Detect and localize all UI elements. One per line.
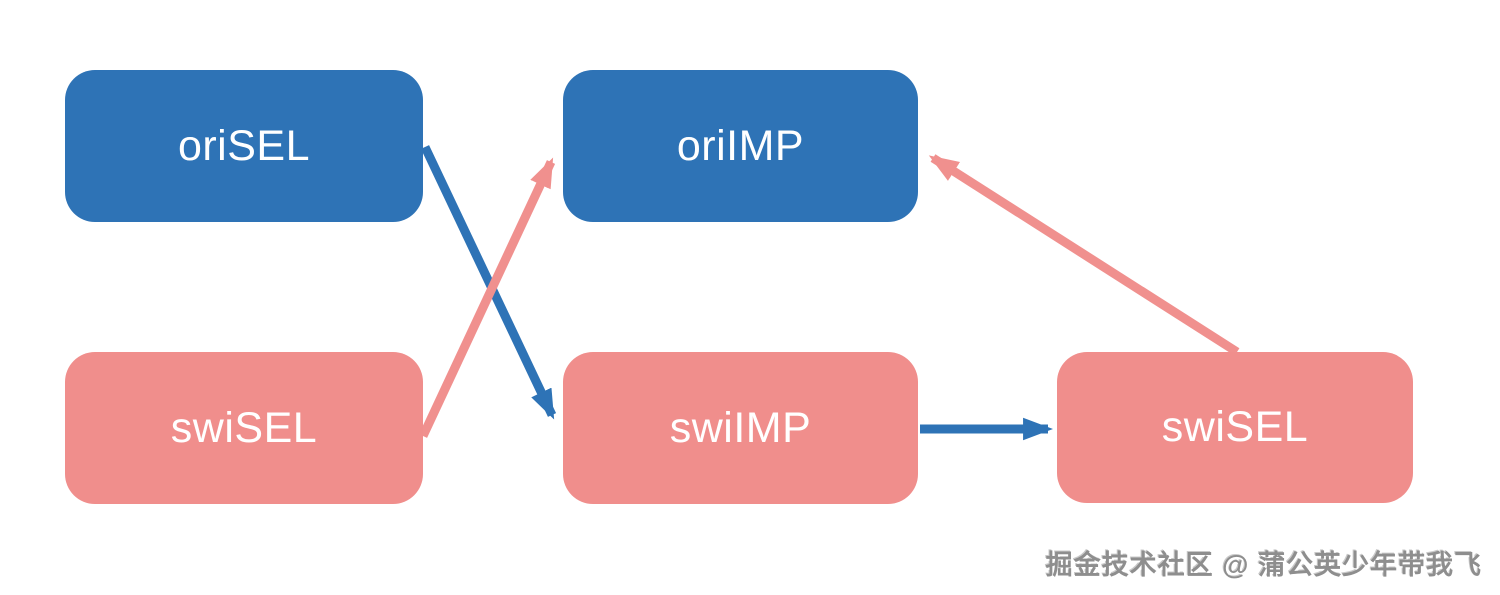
- node-ori-imp: oriIMP: [563, 70, 918, 222]
- node-ori-imp-label: oriIMP: [676, 121, 805, 170]
- node-swi-sel-right-label: swiSEL: [1161, 403, 1309, 451]
- arrow-orisel-to-swiimp: [420, 145, 557, 420]
- node-swi-imp: swiIMP: [563, 352, 918, 504]
- node-swi-sel-right: swiSEL: [1057, 352, 1413, 503]
- arrow-swisel-right-to-oriimp: [928, 154, 1240, 356]
- node-swi-sel-left-label: swiSEL: [170, 403, 318, 452]
- node-swi-imp-label: swiIMP: [669, 403, 812, 452]
- arrow-swisel-left-to-oriimp: [418, 157, 556, 438]
- node-swi-sel-left: swiSEL: [65, 352, 423, 504]
- node-ori-sel: oriSEL: [65, 70, 423, 222]
- node-ori-sel-label: oriSEL: [177, 121, 311, 170]
- watermark-text: 掘金技术社区 @ 蒲公英少年带我飞: [1045, 550, 1482, 580]
